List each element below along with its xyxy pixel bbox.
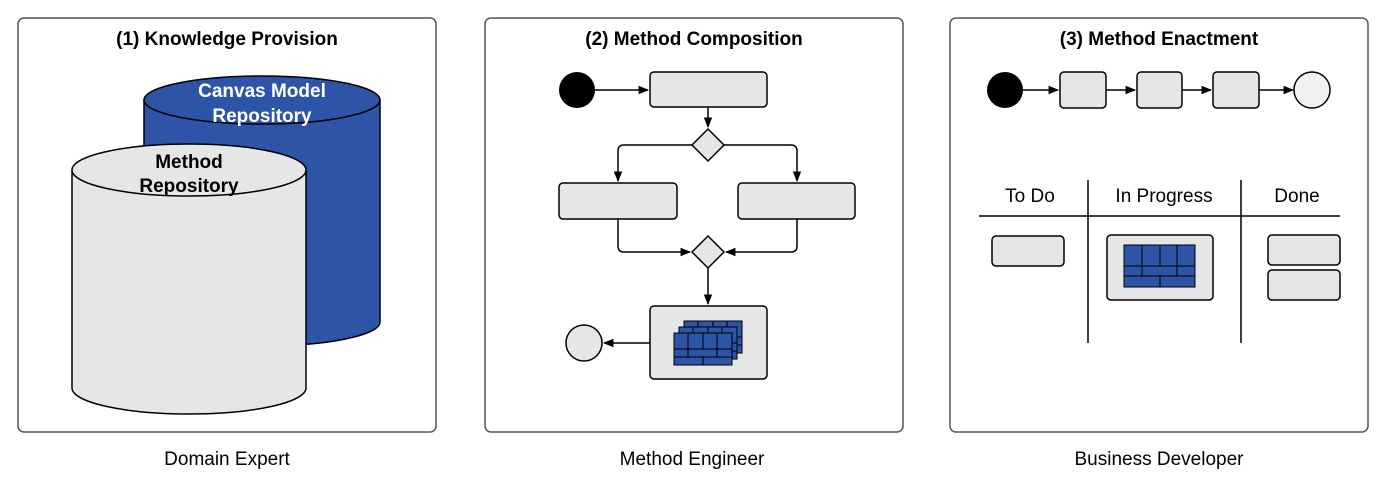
activity-node: [737, 182, 856, 220]
panel-method-composition: (2) Method Composition: [484, 17, 904, 433]
panel-title: (3) Method Enactment: [1060, 29, 1259, 50]
panel-knowledge-provision: (1) Knowledge Provision Canvas Model Rep…: [17, 17, 437, 433]
panel-frame: [949, 17, 1369, 433]
decision-node: [690, 127, 726, 163]
role-label-business-developer: Business Developer: [1075, 449, 1245, 470]
start-node: [987, 72, 1023, 108]
canvas-stack-icon: [673, 320, 743, 366]
activity-node: [558, 182, 678, 220]
panel-title: (2) Method Composition: [585, 29, 802, 50]
end-node: [565, 324, 603, 362]
activity-node: [1136, 71, 1183, 109]
canvas-model-repository-label-line1: Canvas Model: [198, 81, 326, 102]
kanban-board: To Do In Progress Done: [979, 180, 1341, 343]
kanban-card-done: [1267, 269, 1341, 301]
start-node: [559, 72, 595, 108]
method-repository-label-line1: Method: [155, 152, 223, 173]
role-label-domain-expert: Domain Expert: [164, 449, 290, 470]
kanban-card-todo: [991, 235, 1065, 267]
activity-node: [649, 71, 768, 108]
canvas-icon: [1123, 244, 1196, 288]
method-repository-cylinder: Method Repository: [71, 143, 307, 415]
kanban-column-in-progress: In Progress: [1115, 186, 1212, 207]
canvas-model-repository-label-line2: Repository: [212, 106, 312, 127]
flow-arrow: [724, 219, 798, 257]
method-repository-label-line2: Repository: [139, 176, 239, 197]
panel-method-enactment: (3) Method Enactment To Do In Progress D…: [949, 17, 1369, 433]
end-node: [1293, 71, 1331, 109]
kanban-card-done: [1267, 234, 1341, 266]
activity-node: [1059, 71, 1107, 109]
kanban-column-todo: To Do: [1005, 186, 1055, 207]
flow-arrow: [617, 219, 692, 257]
role-label-method-engineer: Method Engineer: [620, 449, 765, 470]
activity-node: [1212, 71, 1260, 109]
panel-title: (1) Knowledge Provision: [116, 29, 338, 50]
kanban-column-done: Done: [1274, 186, 1319, 207]
flow-arrow: [613, 144, 692, 183]
flow-arrow: [724, 144, 802, 183]
